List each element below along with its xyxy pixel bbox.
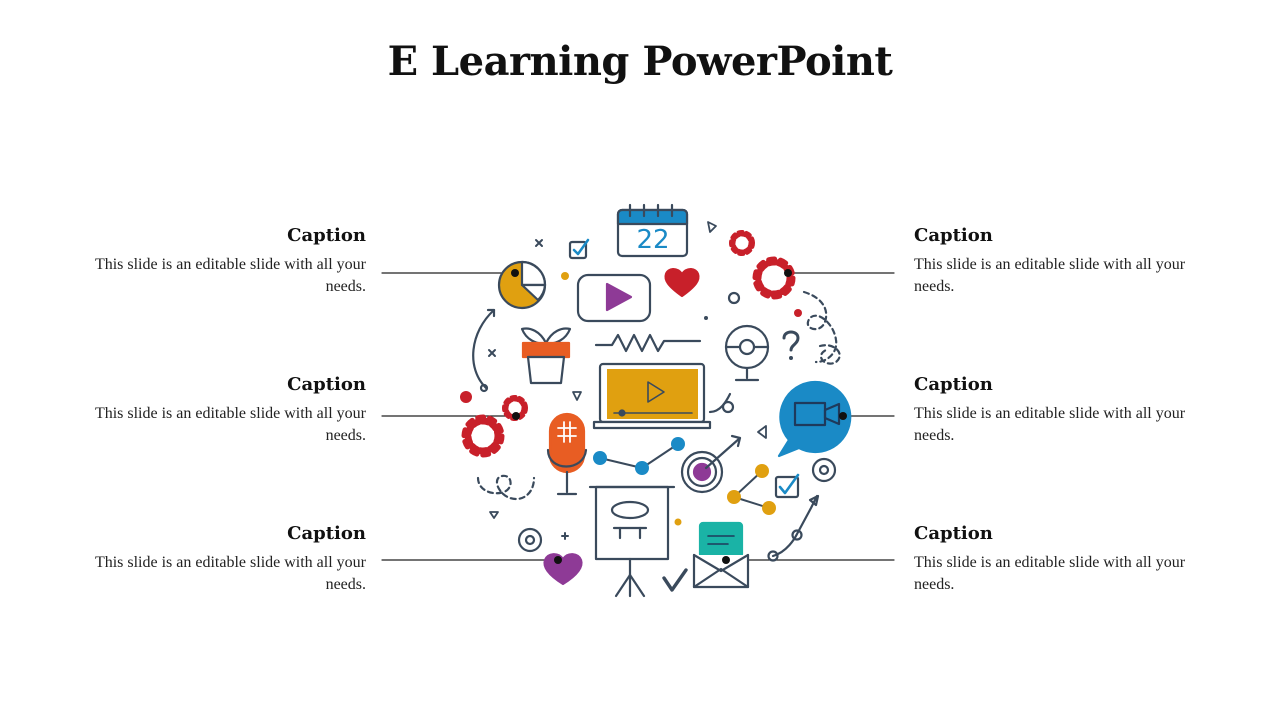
check-icon: [662, 568, 688, 592]
at-sign-icon: [517, 527, 543, 553]
checkbox-icon: [774, 473, 800, 499]
calendar-day: 22: [636, 225, 669, 255]
target-icon: [680, 434, 742, 494]
video-play-icon: [576, 273, 652, 323]
caption-right-1: Caption This slide is an editable slide …: [914, 225, 1204, 298]
network-icon: [593, 437, 685, 475]
caption-body: This slide is an editable slide with all…: [914, 554, 1186, 593]
caption-body: This slide is an editable slide with all…: [94, 256, 366, 295]
caption-left-2: Caption This slide is an editable slide …: [76, 374, 366, 447]
connector-lines: [381, 272, 895, 561]
caption-heading: Caption: [914, 225, 993, 246]
gear-icon: [461, 395, 528, 458]
pie-chart-icon: [497, 260, 569, 310]
heart-icon: [543, 553, 583, 586]
at-sign-icon: [811, 457, 837, 483]
gear-icon: [729, 230, 796, 300]
caption-heading: Caption: [914, 523, 993, 544]
caption-body: This slide is an editable slide with all…: [914, 405, 1186, 444]
connector-dots: [511, 269, 847, 564]
heart-icon: [664, 268, 700, 298]
whiteboard-icon: [588, 485, 676, 598]
caption-heading: Caption: [287, 523, 366, 544]
calendar-icon: 22: [616, 203, 689, 258]
share-icon: [727, 464, 776, 515]
caption-left-1: Caption This slide is an editable slide …: [76, 225, 366, 298]
question-icon: [782, 330, 800, 352]
caption-heading: Caption: [914, 374, 993, 395]
caption-body: This slide is an editable slide with all…: [94, 554, 366, 593]
caption-heading: Caption: [287, 225, 366, 246]
webcam-icon: [724, 324, 770, 382]
caption-left-3: Caption This slide is an editable slide …: [76, 523, 366, 596]
envelope-icon: [692, 521, 750, 589]
caption-body: This slide is an editable slide with all…: [914, 256, 1186, 295]
microphone-icon: [546, 412, 588, 496]
caption-right-3: Caption This slide is an editable slide …: [914, 523, 1204, 596]
caption-right-2: Caption This slide is an editable slide …: [914, 374, 1204, 447]
caption-body: This slide is an editable slide with all…: [94, 405, 366, 444]
laptop-icon: [592, 362, 735, 430]
caption-heading: Caption: [287, 374, 366, 395]
chat-video-icon: [777, 380, 852, 458]
checkbox-icon: [568, 238, 590, 260]
page-title: E Learning PowerPoint: [387, 38, 893, 85]
plant-icon: [520, 327, 572, 385]
